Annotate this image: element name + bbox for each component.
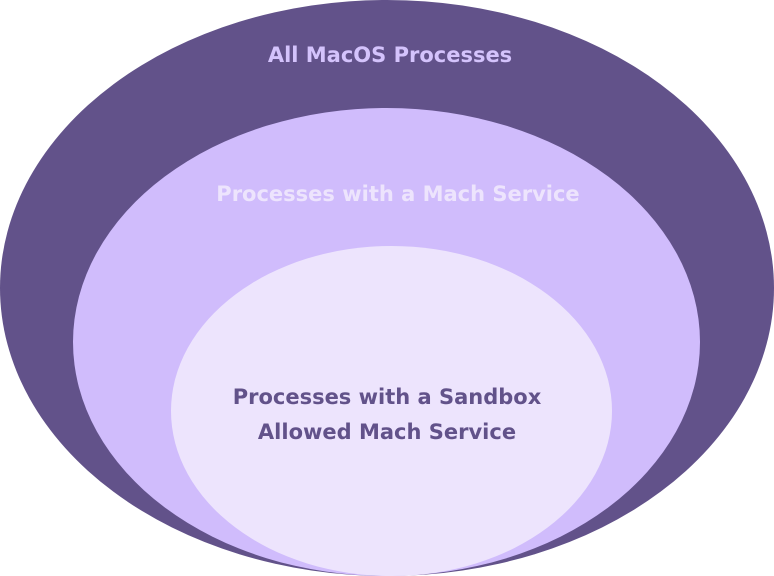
- label-processes-with-mach-service: Processes with a Mach Service: [216, 182, 579, 206]
- set-sandbox-allowed-mach-service: [171, 246, 612, 576]
- label-sandbox-line1: Processes with a Sandbox: [233, 385, 542, 409]
- label-sandbox-line2: Allowed Mach Service: [258, 420, 516, 444]
- label-all-macos-processes: All MacOS Processes: [268, 43, 512, 67]
